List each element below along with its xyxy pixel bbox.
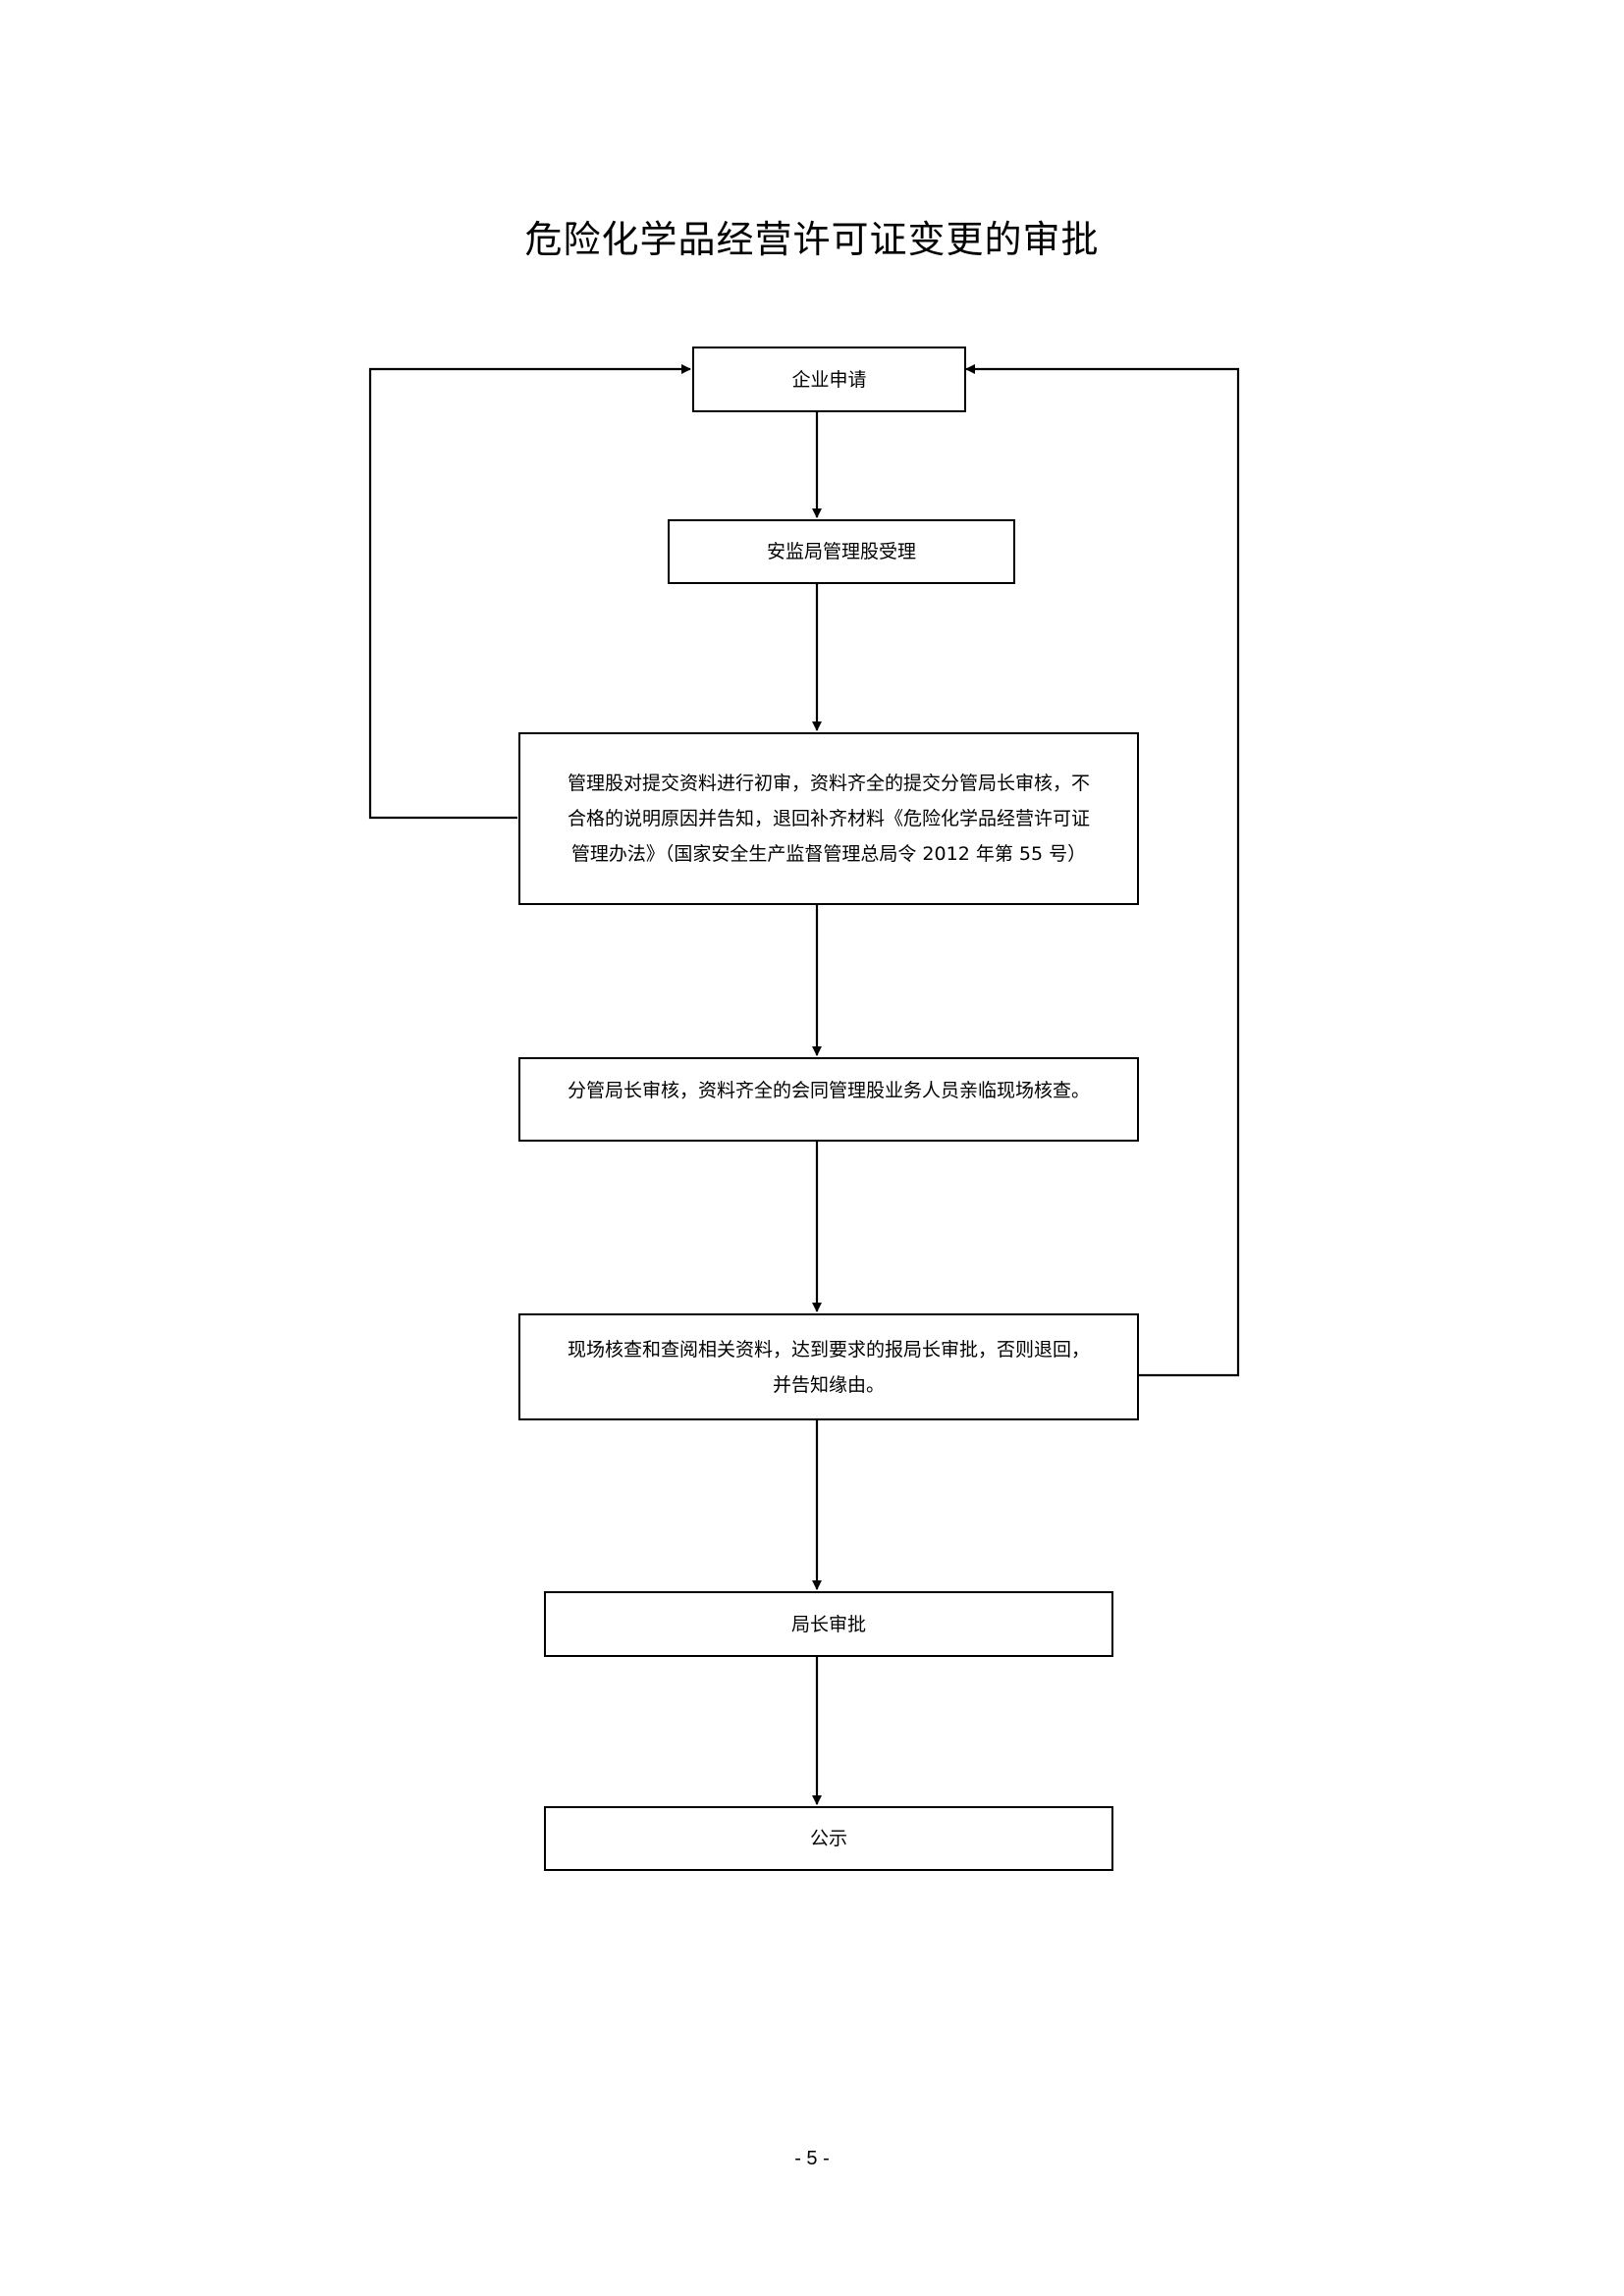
arrow-onsite-back-to-apply	[965, 364, 1240, 1377]
node-label: 企业申请	[791, 368, 867, 391]
node-bureau-acceptance: 安监局管理股受理	[668, 519, 1015, 584]
node-label-line: 管理办法》（国家安全生产监督管理总局令 2012 年第 55 号）	[570, 843, 1087, 865]
node-label-line: 并告知缘由。	[772, 1373, 885, 1396]
node-label-multiline: 现场核查和查阅相关资料，达到要求的报局长审批，否则退回， 并告知缘由。	[548, 1332, 1110, 1403]
page-number: - 5 -	[794, 2148, 830, 2169]
node-onsite-inspection: 现场核查和查阅相关资料，达到要求的报局长审批，否则退回， 并告知缘由。	[518, 1313, 1139, 1420]
node-label: 安监局管理股受理	[766, 541, 916, 562]
page-title: 危险化学品经营许可证变更的审批	[524, 218, 1100, 261]
node-label: 分管局长审核，资料齐全的会同管理股业务人员亲临现场核查。	[567, 1080, 1090, 1101]
node-label-line: 合格的说明原因并告知，退回补齐材料《危险化学品经营许可证	[567, 808, 1090, 829]
node-label-multiline: 管理股对提交资料进行初审，资料齐全的提交分管局长审核，不 合格的说明原因并告知，…	[548, 766, 1110, 872]
node-label: 局长审批	[790, 1613, 866, 1635]
node-preliminary-review: 管理股对提交资料进行初审，资料齐全的提交分管局长审核，不 合格的说明原因并告知，…	[518, 732, 1139, 905]
node-label: 公示	[809, 1828, 847, 1849]
node-label-line: 管理股对提交资料进行初审，资料齐全的提交分管局长审核，不	[567, 773, 1090, 794]
node-label-line: 现场核查和查阅相关资料，达到要求的报局长审批，否则退回，	[567, 1338, 1090, 1361]
node-director-approval: 局长审批	[544, 1591, 1113, 1657]
arrow-review-back-to-apply	[368, 364, 691, 820]
node-public-announcement: 公示	[544, 1806, 1113, 1871]
node-deputy-director-review: 分管局长审核，资料齐全的会同管理股业务人员亲临现场核查。	[518, 1057, 1139, 1142]
node-enterprise-application: 企业申请	[692, 347, 966, 412]
